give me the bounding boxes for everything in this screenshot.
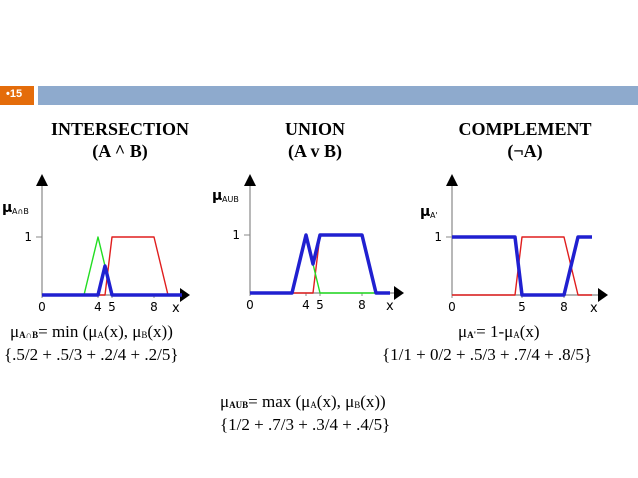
union-formula: μAUB= max (μA(x), μB(x))	[220, 392, 386, 415]
intersection-formula-mid: (x), μ	[103, 322, 142, 341]
complement-formula-mu: μ	[458, 322, 468, 341]
union-formula-mu: μ	[220, 392, 230, 411]
intersection-xtick-label: 5	[108, 300, 116, 314]
complement-x-label: x	[590, 301, 598, 316]
slide-number: •15	[6, 88, 23, 100]
intersection-series-2	[42, 264, 182, 297]
intersection-y-arrow	[36, 174, 48, 186]
complement-formula-rhs: = 1-μ	[476, 322, 514, 341]
union-title: UNION	[284, 119, 345, 139]
intersection-ytick-label: 1	[24, 230, 32, 244]
union-xtick-label: 8	[358, 298, 366, 312]
complement-series-1	[452, 235, 592, 297]
union-formula-mid: (x), μ	[316, 392, 355, 411]
intersection-set: {.5/2 + .5/3 + .2/4 + .2/5}	[4, 345, 179, 364]
slide-number-box: •15	[0, 86, 34, 105]
intersection-formula-mu: μ	[10, 322, 20, 341]
complement-y-label: μ	[420, 204, 430, 220]
intersection-xtick-label: 8	[150, 300, 158, 314]
intersection-formula-sub: A∩B	[19, 330, 39, 340]
intersection-x-arrow	[180, 288, 190, 302]
intersection-formula: μA∩B= min (μA(x), μB(x))	[10, 322, 173, 345]
complement-ytick-label: 1	[434, 230, 442, 244]
union-formula-subb: B	[354, 400, 361, 410]
intersection-formula-rhs: = min (μ	[38, 322, 98, 341]
union-x-arrow	[394, 286, 404, 300]
union-ytick-label: 1	[232, 228, 240, 242]
intersection-formula-suba: A	[97, 330, 104, 340]
union-subtitle: (A v B)	[288, 141, 342, 161]
intersection-series-0	[42, 236, 182, 296]
complement-x-arrow	[598, 288, 608, 302]
union-xtick-label: 0	[246, 298, 254, 312]
intersection-xtick-label: 4	[94, 300, 102, 314]
union-xtick-label: 4	[302, 298, 310, 312]
complement-xtick-label: 0	[448, 300, 456, 314]
complement-formula-suba: A	[513, 330, 520, 340]
complement-formula-sub: A'	[467, 330, 477, 340]
intersection-title: INTERSECTION	[50, 119, 190, 139]
union-heading: UNION (A v B)	[235, 118, 395, 162]
union-y-label-sub: AUB	[222, 195, 239, 204]
union-xtick-label: 5	[316, 298, 324, 312]
intersection-formula-end: (x))	[147, 322, 173, 341]
complement-formula: μA'= 1-μA(x)	[458, 322, 540, 345]
complement-xtick-label: 5	[518, 300, 526, 314]
union-set: {1/2 + .7/3 + .3/4 + .4/5}	[220, 415, 391, 434]
slide-header-bar: •15	[0, 86, 638, 105]
complement-series-0	[452, 236, 592, 296]
union-x-label: x	[386, 299, 394, 314]
union-formula-rhs: = max (μ	[248, 392, 311, 411]
header-accent-bar	[38, 86, 638, 105]
complement-xtick-label: 8	[560, 300, 568, 314]
complement-formula-end: (x)	[519, 322, 540, 341]
complement-set: {1/1 + 0/2 + .5/3 + .7/4 + .8/5}	[382, 345, 593, 364]
union-formula-suba: A	[310, 400, 317, 410]
intersection-xtick-label: 0	[38, 300, 46, 314]
intersection-y-label-sub: A∩B	[12, 207, 29, 216]
union-y-arrow	[244, 174, 256, 186]
union-formula-end: (x))	[360, 392, 386, 411]
complement-heading: COMPLEMENT (¬A)	[425, 118, 625, 162]
intersection-x-label: x	[172, 301, 180, 316]
union-series-2	[250, 233, 390, 295]
union-y-label: μ	[212, 188, 222, 204]
complement-y-arrow	[446, 174, 458, 186]
complement-subtitle: (¬A)	[507, 141, 543, 161]
complement-title: COMPLEMENT	[458, 119, 592, 139]
intersection-formula-subb: B	[141, 330, 148, 340]
intersection-heading: INTERSECTION (A ^ B)	[20, 118, 220, 162]
union-formula-sub: AUB	[229, 400, 249, 410]
intersection-subtitle: (A ^ B)	[92, 141, 148, 161]
intersection-y-label: μ	[2, 200, 12, 216]
complement-y-label-sub: A'	[430, 211, 438, 220]
